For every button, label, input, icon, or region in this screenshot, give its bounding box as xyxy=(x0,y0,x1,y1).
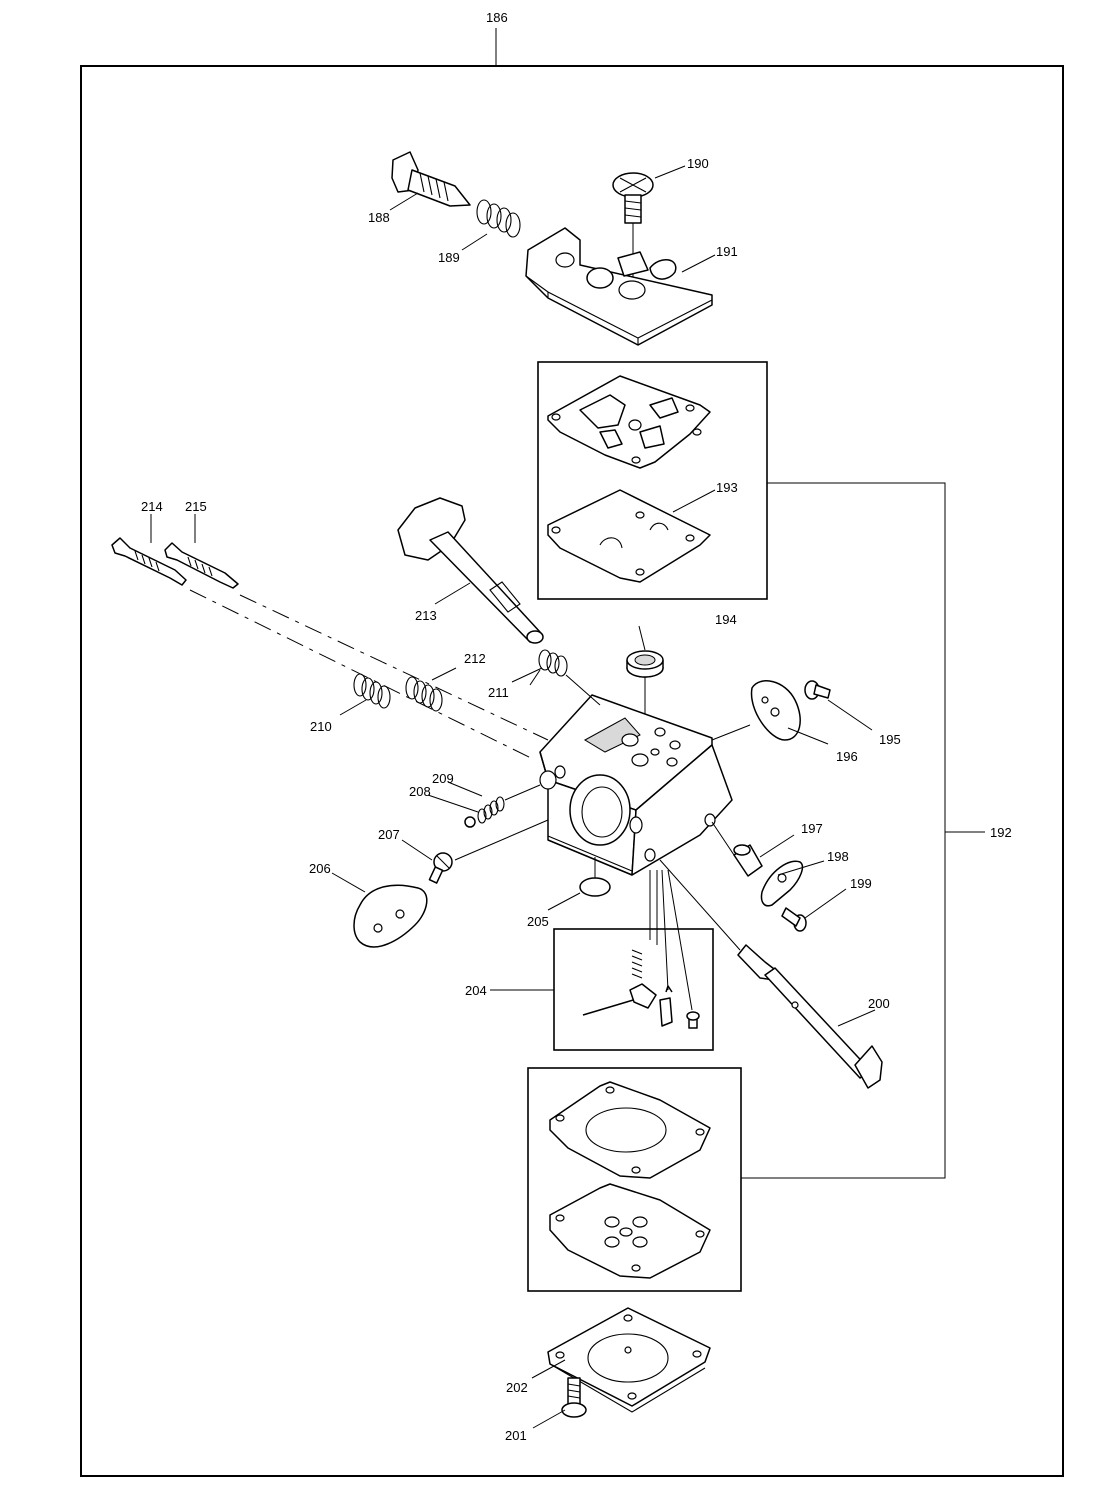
part-199-screw xyxy=(781,907,807,932)
part-192-gasket xyxy=(549,1081,711,1179)
part-211-spring xyxy=(529,649,568,686)
label-207: 207 xyxy=(378,827,400,842)
part-206-plate xyxy=(353,884,428,948)
leader-196-body xyxy=(711,724,751,741)
part-191-bracket xyxy=(525,227,713,346)
label-206: 206 xyxy=(309,861,331,876)
subassembly-bracket xyxy=(741,482,985,1179)
part-194-filter xyxy=(626,650,664,770)
callout-leaders xyxy=(150,165,876,1429)
label-210: 210 xyxy=(310,719,332,734)
label-195: 195 xyxy=(879,732,901,747)
part-208-ball xyxy=(464,816,476,828)
label-202: 202 xyxy=(506,1380,528,1395)
part-189-spring xyxy=(476,199,521,238)
diagram-frame xyxy=(80,65,1064,1477)
label-214: 214 xyxy=(141,499,163,514)
label-192: 192 xyxy=(990,825,1012,840)
label-215: 215 xyxy=(185,499,207,514)
label-196: 196 xyxy=(836,749,858,764)
part-196-plate xyxy=(750,680,801,741)
part-209-spring xyxy=(477,784,541,824)
part-212-spring xyxy=(405,676,443,712)
label-213: 213 xyxy=(415,608,437,623)
part-213-shaft xyxy=(397,497,544,644)
box-193 xyxy=(537,361,768,600)
label-189: 189 xyxy=(438,250,460,265)
label-211: 211 xyxy=(488,685,509,700)
part-210-spring xyxy=(353,673,391,709)
part-200-shaft xyxy=(659,859,883,1089)
part-188-screw xyxy=(391,151,471,207)
part-204-needle-kit xyxy=(582,869,700,1029)
part-197-sleeve xyxy=(711,821,763,877)
label-188: 188 xyxy=(368,210,390,225)
part-195-screw xyxy=(804,680,831,700)
part-215-needle xyxy=(164,542,239,589)
assembly-number-label: 186 xyxy=(486,10,508,25)
label-204: 204 xyxy=(465,983,487,998)
carburetor-body xyxy=(539,694,733,876)
label-191: 191 xyxy=(716,244,738,259)
label-205: 205 xyxy=(527,914,549,929)
label-212: 212 xyxy=(464,651,486,666)
label-198: 198 xyxy=(827,849,849,864)
label-194: 194 xyxy=(715,612,737,627)
box-192-lower xyxy=(527,1067,742,1292)
leader-213-body xyxy=(565,674,601,706)
label-193: 193 xyxy=(716,480,738,495)
part-193-gasket-upper xyxy=(547,375,711,469)
part-192-diaphragm xyxy=(549,1183,711,1279)
part-201-screw xyxy=(561,1377,587,1418)
label-197: 197 xyxy=(801,821,823,836)
label-201: 201 xyxy=(505,1428,527,1443)
label-190: 190 xyxy=(687,156,709,171)
label-208: 208 xyxy=(409,784,431,799)
label-209: 209 xyxy=(432,771,454,786)
part-207-screw xyxy=(428,819,549,884)
part-214-needle xyxy=(111,537,187,586)
label-199: 199 xyxy=(850,876,872,891)
part-205-oring xyxy=(579,857,611,897)
label-200: 200 xyxy=(868,996,890,1011)
part-202-cover xyxy=(547,1307,711,1413)
axis-215 xyxy=(239,594,549,741)
part-198-lever xyxy=(760,860,804,907)
part-193-gasket-lower xyxy=(547,489,711,583)
